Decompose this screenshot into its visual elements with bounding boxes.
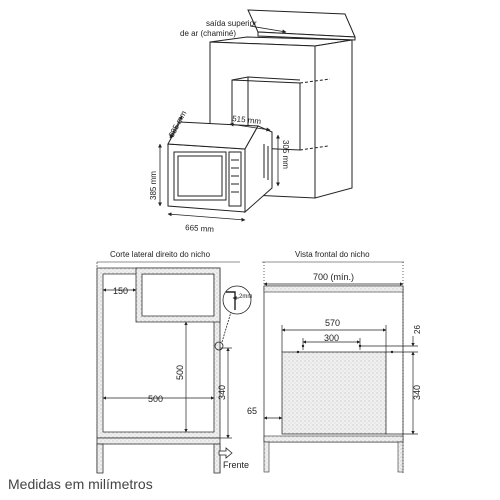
cabinet-side xyxy=(314,39,353,199)
chimney-arrow xyxy=(249,25,287,34)
dim-back-height: 305 mm xyxy=(281,140,290,169)
dim-vertical: 500 xyxy=(175,365,185,380)
dim-width-front: 665 mm xyxy=(185,223,215,234)
dim-small: 26 xyxy=(413,325,422,334)
detail-magnifier xyxy=(214,285,252,351)
units-caption: Medidas em milímetros xyxy=(8,476,153,492)
niche-opening xyxy=(281,351,387,435)
front-view xyxy=(263,285,404,473)
dim-line-width-front xyxy=(167,212,246,222)
dim-right-height: 340 xyxy=(412,385,422,400)
dim-width: 700 (mín.) xyxy=(313,272,354,282)
front-arrow-icon xyxy=(218,447,233,459)
side-section xyxy=(96,267,221,474)
left-section-title: Corte lateral direito do nicho xyxy=(110,250,211,259)
dim-gap: 2mm xyxy=(239,294,252,300)
top-isometric-view xyxy=(167,9,356,214)
chimney-label-1: saída superior xyxy=(206,19,257,28)
dim-depth: 515 mm xyxy=(232,114,262,126)
front-label: Frente xyxy=(223,460,249,470)
dim-side: 65 xyxy=(247,406,257,416)
dim-top-shelf: 150 xyxy=(113,286,128,296)
dim-horizontal: 500 xyxy=(148,394,163,404)
dim-line-depth-side xyxy=(169,115,183,139)
dim-opening-width: 570 xyxy=(325,318,340,328)
dim-height: 385 mm xyxy=(149,171,158,200)
dim-offset: 340 xyxy=(217,385,227,400)
right-section-title: Vista frontal do nicho xyxy=(295,250,370,259)
dim-line-depth xyxy=(229,122,271,132)
dim-fixing-width: 300 xyxy=(324,333,339,343)
chimney-label-2: de ar (chaminé) xyxy=(180,29,236,38)
